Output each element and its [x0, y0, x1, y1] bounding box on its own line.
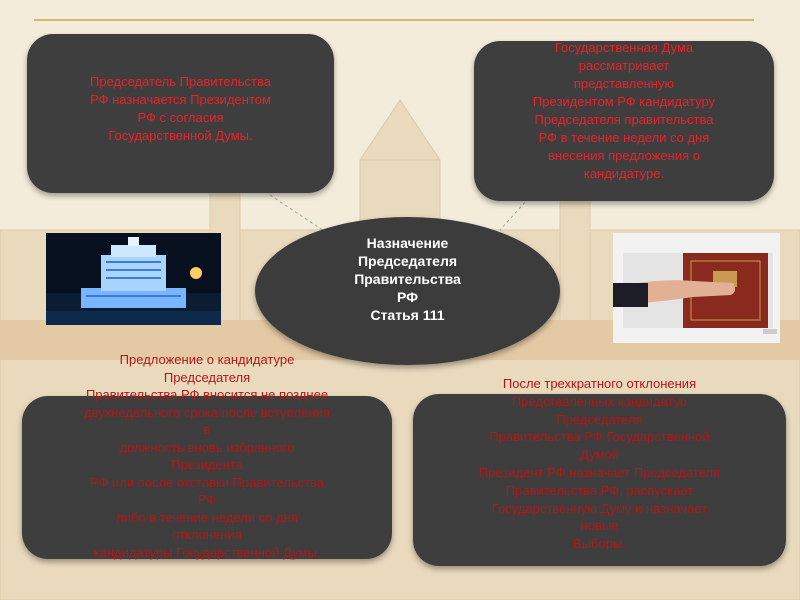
- header-divider-line: [34, 19, 754, 21]
- government-building-photo: [46, 233, 221, 325]
- bottom-right-box: [413, 394, 786, 566]
- top-left-box: [27, 34, 334, 193]
- top-right-text: Государственная Дума рассматривает предс…: [532, 40, 716, 181]
- bottom-right-text: После трехкратного отклонения Представле…: [478, 376, 721, 552]
- top-left-text: Председатель Правительства РФ назначаетс…: [89, 74, 272, 143]
- top-right-box: [474, 41, 774, 201]
- center-title: Назначение Председателя Правительства РФ…: [354, 235, 461, 323]
- center-ellipse: [255, 217, 560, 365]
- bottom-left-box: [22, 396, 392, 559]
- oath-constitution-photo: [613, 233, 780, 343]
- bottom-left-text: Предложение о кандидатуре Председателя П…: [84, 352, 330, 560]
